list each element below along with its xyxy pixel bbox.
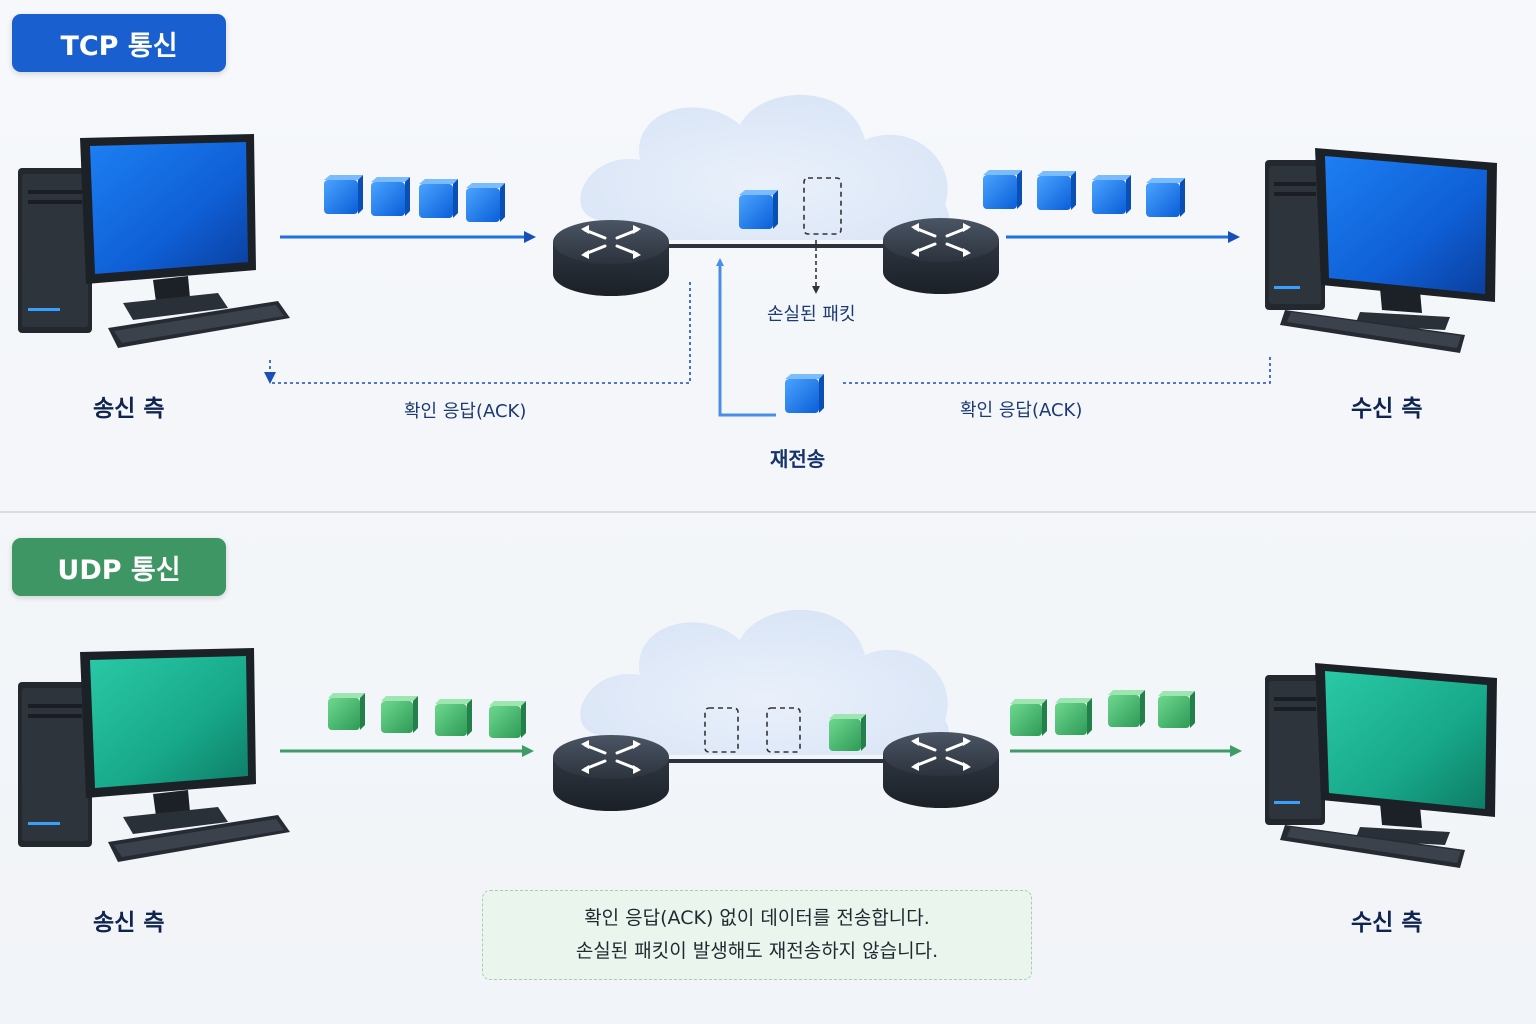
packet-icon [381, 696, 418, 733]
udp-cloud [580, 609, 949, 756]
udp-note-box: 확인 응답(ACK) 없이 데이터를 전송합니다. 손실된 패킷이 발생해도 재… [482, 890, 1032, 980]
tcp-ack-right-label: 확인 응답(ACK) [960, 400, 1083, 421]
udp-router-left-icon [551, 733, 671, 813]
packet-icon [371, 177, 410, 216]
tcp-router-right-icon [881, 216, 1001, 296]
tcp-sender-label: 송신 측 [93, 396, 165, 422]
udp-receiver-packets [1010, 690, 1195, 736]
packet-icon [1010, 699, 1047, 736]
packet-icon [1037, 171, 1076, 210]
tcp-section-title: TCP 통신 [12, 14, 226, 72]
packet-icon [466, 183, 505, 222]
tcp-receiver-computer-icon [1265, 148, 1497, 353]
tcp-cloud [580, 94, 949, 241]
udp-sender-computer-icon [18, 648, 290, 862]
udp-router-right-icon [881, 730, 1001, 810]
packet-icon [1146, 178, 1185, 217]
tcp-ack-right-line [843, 356, 1271, 384]
udp-receiver-computer-icon [1265, 663, 1497, 868]
tcp-sender-computer-icon [18, 134, 290, 348]
udp-lost-packet-slot [766, 707, 801, 753]
udp-note-line-1: 확인 응답(ACK) 없이 데이터를 전송합니다. [584, 907, 930, 929]
section-divider [0, 511, 1536, 513]
tcp-lost-packet-slot [803, 177, 842, 235]
tcp-retransmit-packet-icon [785, 374, 824, 413]
tcp-receiver-packets [983, 170, 1185, 217]
tcp-receiver-label: 수신 측 [1351, 396, 1423, 422]
tcp-ack-left-label: 확인 응답(ACK) [404, 401, 527, 422]
tcp-retransmit-arrow [716, 258, 776, 417]
udp-lost-packet-slot [704, 707, 739, 753]
udp-sender-label: 송신 측 [93, 910, 165, 936]
retransmit-label: 재전송 [770, 447, 826, 471]
packet-icon [1108, 690, 1145, 727]
packet-icon [1055, 698, 1092, 735]
tcp-sender-packets [324, 175, 505, 222]
packet-icon [1158, 691, 1195, 728]
packet-icon [435, 699, 472, 736]
udp-receiver-label: 수신 측 [1351, 910, 1423, 936]
tcp-ack-left-line [270, 282, 691, 384]
packet-icon [328, 693, 365, 730]
udp-sender-packets [328, 693, 526, 738]
udp-section-title: UDP 통신 [12, 538, 226, 596]
packet-icon [983, 170, 1022, 209]
lost-packet-label: 손실된 패킷 [767, 304, 856, 325]
tcp-router-left-icon [551, 218, 671, 298]
packet-icon [324, 175, 363, 214]
packet-icon [489, 701, 526, 738]
udp-note-line-2: 손실된 패킷이 발생해도 재전송하지 않습니다. [575, 940, 939, 962]
packet-icon [1092, 175, 1131, 214]
packet-icon [419, 179, 458, 218]
